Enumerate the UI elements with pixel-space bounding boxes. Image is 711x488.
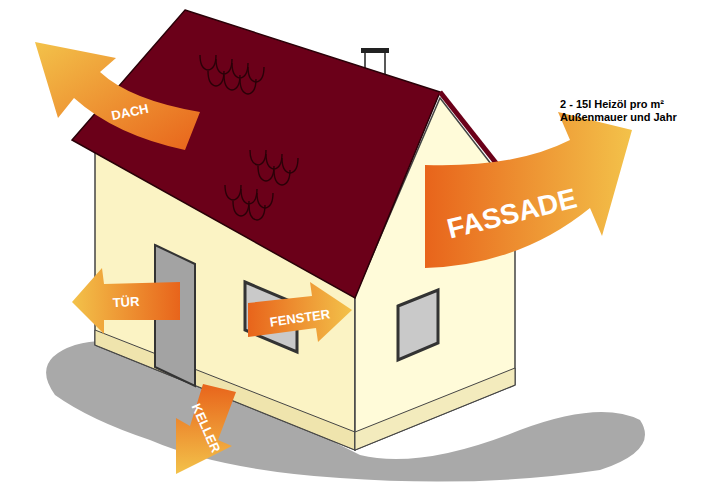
roof-tiles <box>200 55 298 220</box>
roof-tile <box>208 71 224 86</box>
roof-tile <box>225 185 241 200</box>
roof-tile <box>249 205 265 220</box>
gable-wall-base <box>355 368 515 450</box>
facade-heat-arrow <box>425 112 632 268</box>
window-heat-arrow <box>248 282 352 342</box>
cellar-heat-arrow <box>176 384 236 474</box>
roof-tile <box>233 201 249 216</box>
chimney-cap <box>361 48 389 53</box>
roof-tile <box>200 55 216 70</box>
roof-tile <box>274 170 290 185</box>
roof <box>72 10 440 298</box>
gable-window <box>398 290 438 360</box>
roof-tile <box>250 150 266 165</box>
roof-tile <box>258 166 274 181</box>
roof-heat-arrow <box>35 42 200 150</box>
heat-loss-label: TÜR <box>112 295 139 309</box>
roof-tile <box>240 79 256 94</box>
roof-tile <box>224 75 240 90</box>
door-heat-arrow <box>72 268 180 334</box>
heating-oil-note: 2 - 15l Heizöl pro m² Außenmauer und Jah… <box>560 98 700 123</box>
